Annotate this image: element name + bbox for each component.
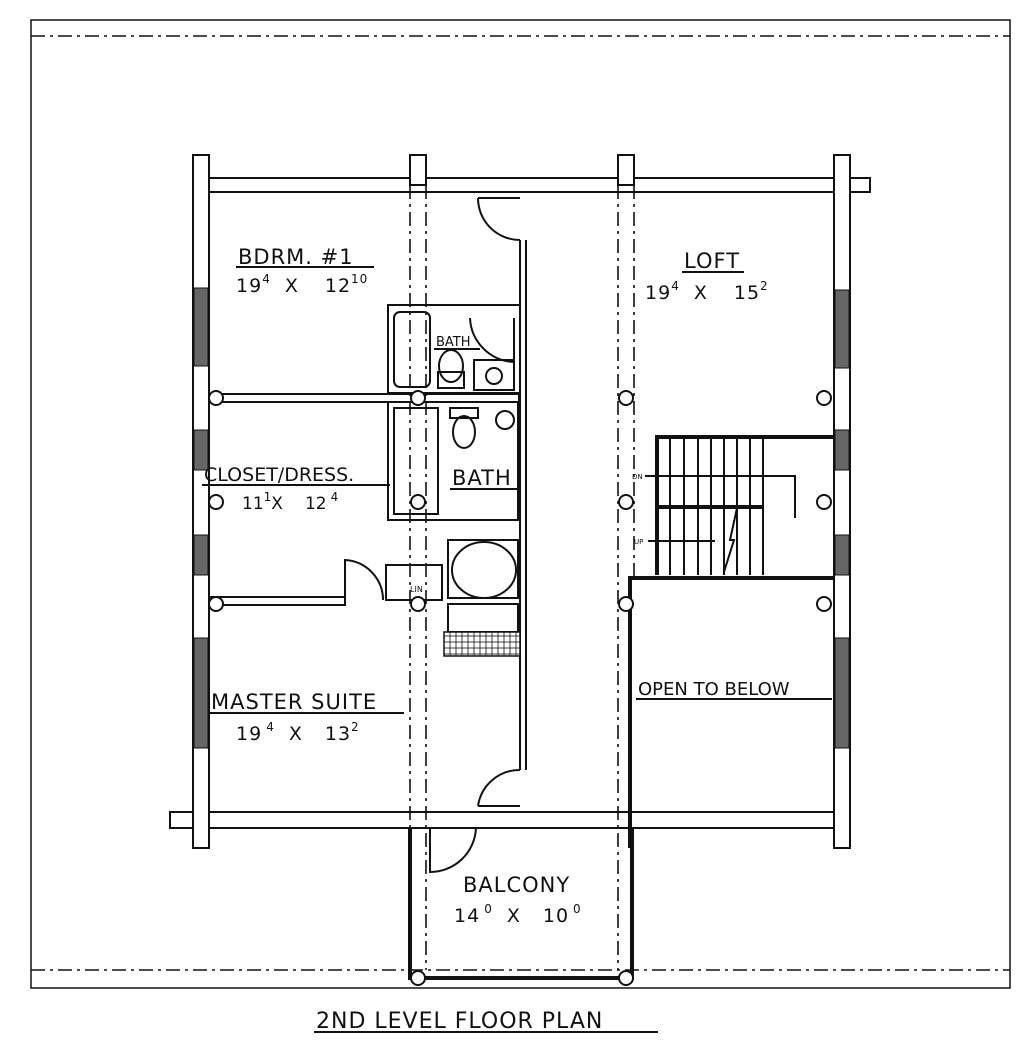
open-to-below-edge <box>628 576 834 848</box>
linen-label: LIN <box>410 585 423 594</box>
stair-up-label: UP <box>634 538 643 546</box>
frame <box>30 19 1011 989</box>
svg-text:BALCONY: BALCONY <box>463 873 570 897</box>
bath-upper-label: BATH <box>436 335 471 350</box>
svg-text:BDRM. #1: BDRM. #1 <box>238 245 354 269</box>
balcony-rail <box>408 828 634 980</box>
svg-text:LOFT: LOFT <box>684 249 740 273</box>
stairs[interactable]: DN UP <box>632 435 834 575</box>
wall-bottom <box>169 811 843 829</box>
windows <box>193 287 850 749</box>
beam-lines <box>409 185 635 970</box>
wall-closet-master <box>208 596 346 606</box>
doors <box>344 197 521 874</box>
wall-bdrm-closet <box>208 393 520 403</box>
svg-text:MASTER SUITE: MASTER SUITE <box>211 690 377 714</box>
bath-lower-label: BATH <box>452 466 512 490</box>
post-circles <box>208 390 832 986</box>
svg-text:CLOSET/DRESS.: CLOSET/DRESS. <box>204 464 354 486</box>
wall-top <box>199 177 871 193</box>
plan-title: 2ND LEVEL FLOOR PLAN <box>316 1009 603 1034</box>
stair-dn-label: DN <box>632 473 643 481</box>
open-to-below-label: OPEN TO BELOW <box>638 679 790 700</box>
